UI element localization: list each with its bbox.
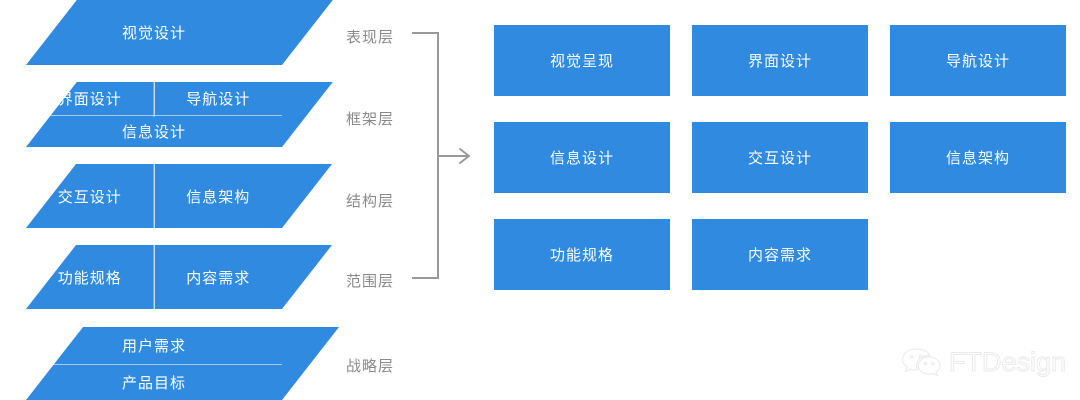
deliverable-card[interactable]: 交互设计 (692, 122, 868, 193)
deliverable-card[interactable]: 信息架构 (890, 122, 1066, 193)
deliverable-card[interactable]: 功能规格 (494, 219, 670, 290)
layer-item-label[interactable]: 导航设计 (153, 82, 282, 115)
layer-label-presentation-layer: 表现层 (345, 29, 394, 46)
layer-item-label[interactable]: 内容需求 (153, 245, 282, 309)
card-row: 视觉呈现界面设计导航设计 (494, 25, 1066, 96)
parallelogram-row: 交互设计 信息架构 (26, 162, 282, 230)
layer-item-label[interactable]: 用户需求 (121, 337, 186, 355)
layer-label-strategy-layer: 战略层 (345, 358, 394, 375)
wechat-icon (901, 348, 941, 377)
layer-item-label[interactable]: 功能规格 (57, 269, 122, 287)
parallelogram-row: 产品目标 (26, 363, 282, 400)
deliverable-card[interactable]: 导航设计 (890, 25, 1066, 96)
watermark-text: FTDesign (948, 346, 1066, 377)
parallelogram-content: 交互设计 信息架构 (26, 162, 282, 230)
layer-item-label[interactable]: 信息架构 (153, 164, 282, 228)
deliverable-card[interactable]: 内容需求 (692, 219, 868, 290)
layer-parallelogram-strategy[interactable]: 用户需求产品目标 (26, 327, 340, 400)
layer-item-label[interactable]: 视觉设计 (121, 25, 186, 42)
layer-item-label[interactable]: 交互设计 (57, 188, 122, 206)
layer-parallelogram-presentation[interactable]: 视觉设计 (26, 0, 333, 65)
parallelogram-row: 功能规格 内容需求 (26, 243, 282, 311)
ux-element-layers: 视觉设计界面设计 导航设计信息设计交互设计 信息架构功能规格 内容需求用户需求产品目标 (0, 0, 340, 400)
layer-parallelogram-scope[interactable]: 功能规格 内容需求 (26, 243, 333, 311)
layer-item-label[interactable]: 信息设计 (121, 123, 186, 141)
parallelogram-content: 用户需求产品目标 (26, 327, 282, 400)
parallelogram-row: 信息设计 (26, 114, 282, 147)
parallelogram-row: 用户需求 (26, 327, 282, 364)
card-row: 功能规格内容需求 (494, 219, 1066, 290)
parallelogram-row: 视觉设计 (26, 0, 282, 65)
deliverables-grid: 视觉呈现界面设计导航设计信息设计交互设计信息架构功能规格内容需求 (494, 25, 1066, 316)
layer-label-column: 表现层框架层结构层范围层战略层 (330, 0, 410, 400)
layer-label-scope-layer: 范围层 (345, 273, 394, 290)
parallelogram-row: 界面设计 导航设计 (26, 80, 282, 117)
deliverable-card[interactable]: 信息设计 (494, 122, 670, 193)
card-placeholder (890, 219, 1066, 290)
layer-item-label[interactable]: 产品目标 (121, 374, 186, 392)
parallelogram-content: 视觉设计 (26, 0, 282, 65)
layer-parallelogram-skeleton[interactable]: 界面设计 导航设计信息设计 (26, 80, 333, 147)
bracket-path (412, 32, 439, 279)
card-row: 信息设计交互设计信息架构 (494, 122, 1066, 193)
deliverable-card[interactable]: 界面设计 (692, 25, 868, 96)
arrow-right-icon (438, 148, 470, 164)
parallelogram-content: 界面设计 导航设计信息设计 (26, 80, 282, 147)
ftdesign-watermark: FTDesign (901, 346, 1067, 378)
layer-item-label[interactable]: 界面设计 (57, 90, 122, 108)
layer-label-skeleton-layer: 框架层 (345, 111, 394, 128)
parallelogram-content: 功能规格 内容需求 (26, 243, 282, 311)
layer-label-structure-layer: 结构层 (345, 193, 394, 210)
bracket-arrow-connector (412, 32, 470, 279)
layer-parallelogram-structure[interactable]: 交互设计 信息架构 (26, 162, 333, 230)
deliverable-card[interactable]: 视觉呈现 (494, 25, 670, 96)
